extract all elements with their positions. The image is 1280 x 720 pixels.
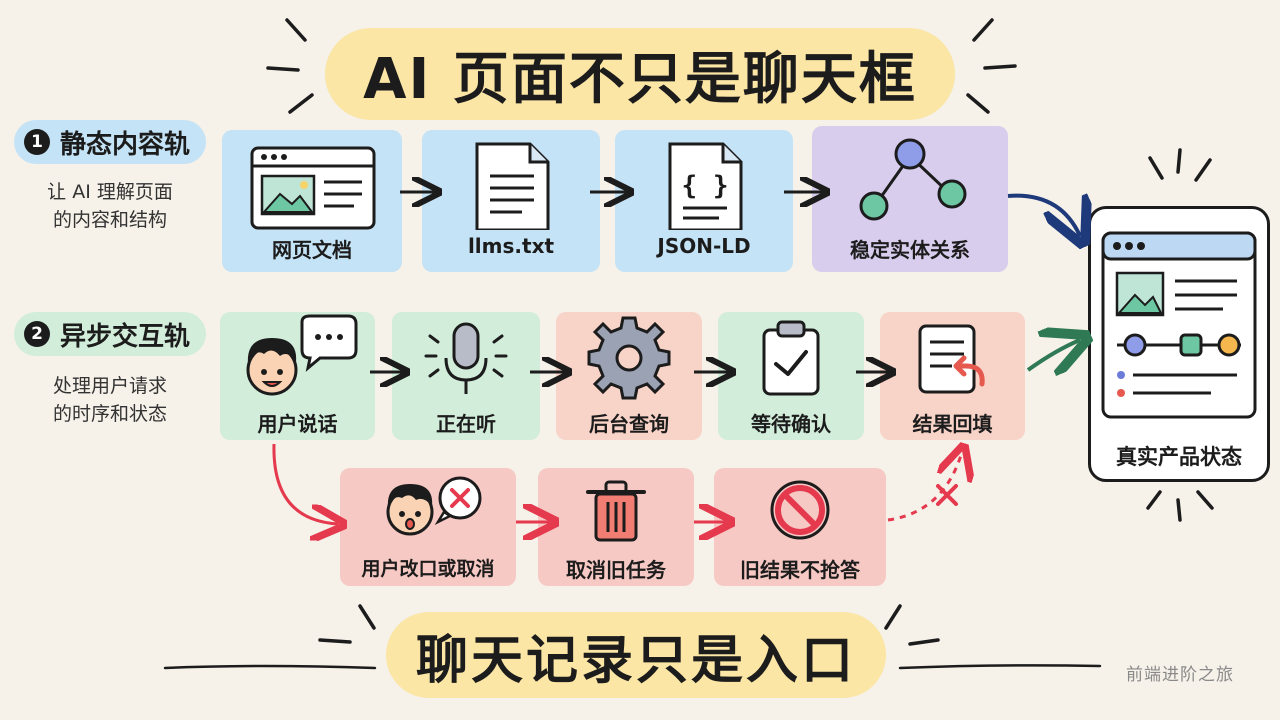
step-label: 旧结果不抢答 xyxy=(740,558,860,582)
track1-title: 静态内容轨 xyxy=(60,129,191,160)
svg-text:{ }: { } xyxy=(682,171,729,201)
blocked-x-icon xyxy=(936,484,958,506)
cancel-step-user-cancels: 用户改口或取消 xyxy=(340,468,516,586)
step-label: 结果回填 xyxy=(912,412,993,436)
track2-step-user-speaks: 用户说话 xyxy=(220,312,375,440)
step-label: 用户改口或取消 xyxy=(361,558,495,580)
track2-step-backend-query: 后台查询 xyxy=(556,312,702,440)
track2-description: 处理用户请求 的时序和状态 xyxy=(20,372,200,428)
cancel-step-cancel-old-task: 取消旧任务 xyxy=(538,468,694,586)
speaking-user-icon xyxy=(246,314,358,396)
forbidden-icon xyxy=(770,480,830,540)
bottom-title: 聊天记录只是入口 xyxy=(415,630,856,691)
track1-number: 1 xyxy=(24,129,50,155)
track2-number: 2 xyxy=(24,321,50,347)
webpage-icon xyxy=(250,146,376,230)
track2-step-listening: 正在听 xyxy=(392,312,540,440)
track2-title: 异步交互轨 xyxy=(60,321,191,352)
track2-step-awaiting-confirm: 等待确认 xyxy=(718,312,864,440)
step-label: 后台查询 xyxy=(589,412,669,436)
track1-description: 让 AI 理解页面 的内容和结构 xyxy=(20,178,200,234)
track2-label: 2 异步交互轨 xyxy=(14,312,207,356)
arrow-user-to-cancel xyxy=(272,443,338,524)
watermark: 前端进阶之旅 xyxy=(1126,665,1234,685)
track1-step-jsonld: { } JSON-LD xyxy=(615,130,793,272)
cancel-user-icon xyxy=(386,476,482,536)
step-label: 用户说话 xyxy=(257,412,338,436)
step-label: 取消旧任务 xyxy=(566,558,666,582)
bottom-banner: 聊天记录只是入口 xyxy=(386,612,886,698)
step-label: llms.txt xyxy=(467,234,555,258)
track1-step-entities: 稳定实体关系 xyxy=(812,126,1008,272)
product-state-label: 真实产品状态 xyxy=(1116,445,1242,469)
step-label: JSON-LD xyxy=(657,234,751,258)
arrow-entities-to-product xyxy=(1007,196,1080,236)
track2-desc-line2: 的时序和状态 xyxy=(52,403,167,425)
json-file-icon: { } xyxy=(668,142,743,230)
step-label: 正在听 xyxy=(436,412,496,436)
blocked-arrow-to-result xyxy=(887,452,962,522)
track2-desc-line1: 处理用户请求 xyxy=(52,375,167,397)
track1-desc-line1: 让 AI 理解页面 xyxy=(47,181,173,203)
gear-icon xyxy=(587,316,671,400)
document-icon xyxy=(475,142,550,230)
clipboard-check-icon xyxy=(762,320,820,396)
cancel-step-no-stale-answer: 旧结果不抢答 xyxy=(714,468,886,586)
step-label: 稳定实体关系 xyxy=(850,238,970,262)
track1-step-webpage: 网页文档 xyxy=(222,130,402,272)
track1-desc-line2: 的内容和结构 xyxy=(52,209,167,231)
track2-step-result-fill: 结果回填 xyxy=(880,312,1025,440)
page-title: AI 页面不只是聊天框 xyxy=(363,46,917,112)
track1-label: 1 静态内容轨 xyxy=(14,120,207,164)
product-state-device-icon xyxy=(1101,231,1257,419)
step-label: 等待确认 xyxy=(751,412,831,436)
graph-nodes-icon xyxy=(859,138,967,221)
page-title-banner: AI 页面不只是聊天框 xyxy=(325,28,955,120)
trash-icon xyxy=(586,480,646,542)
microphone-icon xyxy=(424,322,508,394)
step-label: 网页文档 xyxy=(272,238,352,262)
document-return-icon xyxy=(918,324,985,394)
arrow-fill-to-product xyxy=(1026,340,1080,370)
track1-step-llms: llms.txt xyxy=(422,130,600,272)
product-state-device: 真实产品状态 xyxy=(1088,206,1270,482)
